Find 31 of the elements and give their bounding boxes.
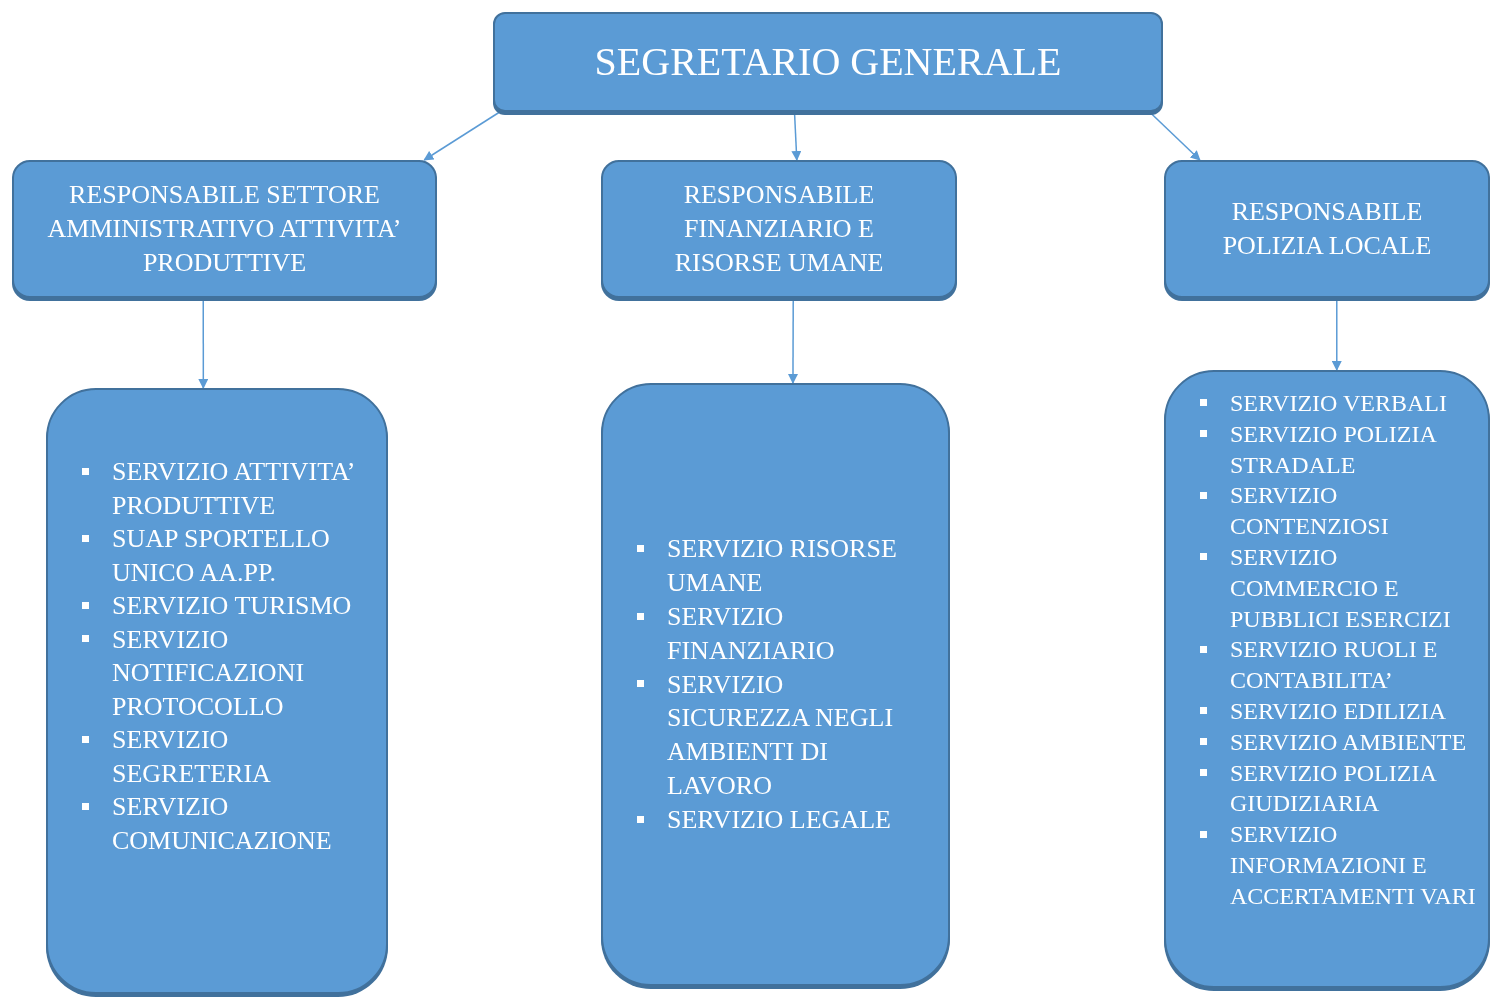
list-item: SERVIZIO FINANZIARIO (637, 600, 928, 668)
role-title: SEGRETARIO GENERALE (594, 38, 1062, 86)
list-item: SERVIZIO RISORSE UMANE (637, 532, 928, 600)
service-list-box (601, 383, 950, 986)
service-list-box (1164, 370, 1490, 988)
list-item: SERVIZIO POLIZIA GIUDIZIARIA (1200, 757, 1484, 820)
list-item: SERVIZIO TURISMO (82, 589, 366, 623)
list-item: SERVIZIO COMUNICAZIONE (82, 790, 366, 857)
list-item: SERVIZIO COMMERCIO E PUBBLICI ESERCIZI (1200, 542, 1484, 635)
service-list-box (46, 388, 388, 994)
list-item: SERVIZIO CONTENZIOSI (1200, 480, 1484, 542)
role-title: RESPONSABILE SETTORE AMMINISTRATIVO ATTIVITA’ PRODUTTIVE (46, 179, 403, 279)
role-box (601, 160, 957, 298)
role-title: RESPONSABILE FINANZIARIO E RISORSE UMANE (673, 179, 885, 279)
list-item: SERVIZIO AMBIENTE (1200, 726, 1484, 758)
list-item: SERVIZIO RUOLI E CONTABILITA’ (1200, 634, 1484, 696)
arrow (423, 111, 501, 161)
list-item: SERVIZIO SEGRETERIA (82, 723, 366, 790)
list-item: SERVIZIO VERBALI (1200, 388, 1484, 419)
list-item: SERVIZIO LEGALE (637, 802, 928, 837)
role-title: RESPONSABILE POLIZIA LOCALE (1221, 196, 1433, 262)
role-box (12, 160, 437, 298)
role-box (493, 12, 1163, 112)
list-item: SERVIZIO ATTIVITA’ PRODUTTIVE (82, 455, 366, 522)
list-item: SERVIZIO INFORMAZIONI E ACCERTAMENTI VARI (1200, 819, 1484, 912)
list-item: SERVIZIO EDILIZIA (1200, 695, 1484, 727)
list-item: SUAP SPORTELLO UNICO AA.PP. (82, 522, 366, 589)
role-box (1164, 160, 1490, 298)
list-item: SERVIZIO SICUREZZA NEGLI AMBIENTI DI LAVORO (637, 667, 928, 803)
list-item: SERVIZIO POLIZIA STRADALE (1200, 418, 1484, 481)
list-item: SERVIZIO NOTIFICAZIONI PROTOCOLLO (82, 622, 366, 723)
